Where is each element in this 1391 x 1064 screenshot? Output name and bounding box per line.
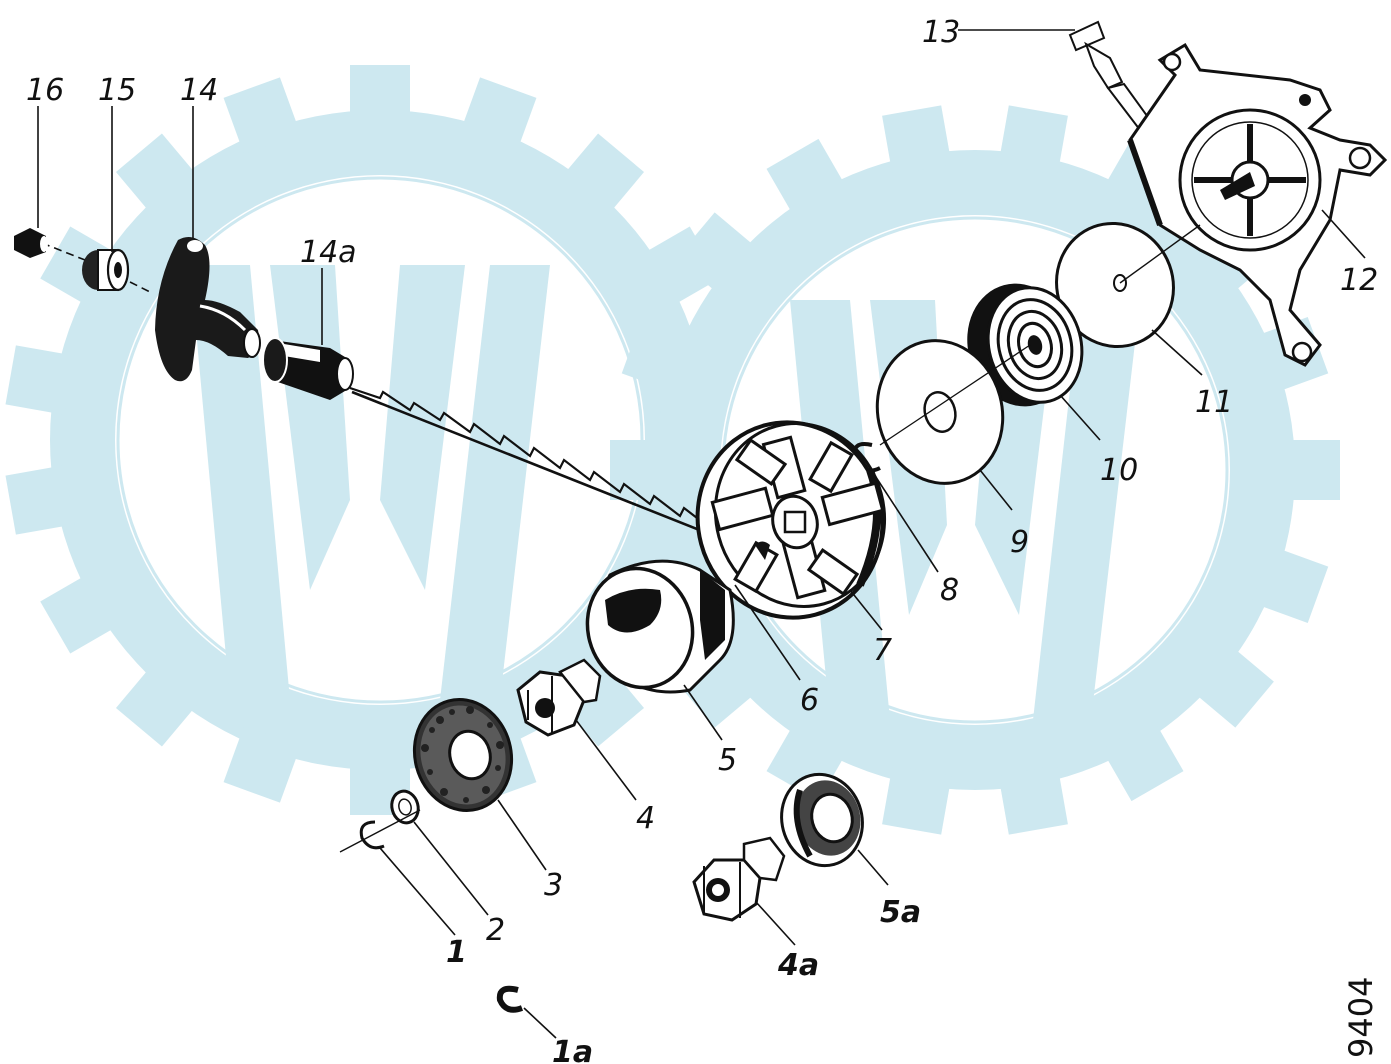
callout-13: 13 (922, 15, 960, 50)
part-5a-cup-seal (780, 772, 864, 868)
part-14-pull-handle (155, 236, 261, 382)
part-4-hex-nut (516, 658, 602, 737)
part-9-washer-disc (875, 339, 1031, 485)
callout-labels: 16 15 14 14a 13 12 11 10 9 8 7 6 5 5a 4 … (26, 15, 1378, 1064)
watermark (5, 65, 1340, 835)
parts (14, 20, 1388, 1013)
callout-1: 1 (446, 935, 467, 970)
callout-8: 8 (940, 573, 959, 608)
part-7-rope-pulley (695, 420, 887, 620)
part-10-recoil-spring (967, 283, 1084, 407)
part-1a-clip (496, 985, 524, 1013)
part-14a-handle-insert (262, 337, 354, 400)
callout-15: 15 (98, 73, 136, 108)
callout-4a: 4a (777, 948, 819, 983)
callout-16: 16 (26, 73, 64, 108)
part-1-circlip (339, 809, 421, 853)
callout-12: 12 (1340, 263, 1378, 298)
callout-14: 14 (180, 73, 218, 108)
part-15-bushing (82, 248, 151, 293)
callout-1a: 1a (552, 1035, 593, 1064)
part-3-felt-washer (412, 697, 514, 813)
part-4a-hex-nut (692, 836, 786, 922)
figure-number: 9404 (1342, 977, 1380, 1058)
leader-lines (37, 29, 1366, 1039)
callout-10: 10 (1100, 453, 1138, 488)
callout-11: 11 (1195, 385, 1233, 420)
part-5-cup (585, 559, 735, 694)
part-16-nut (14, 228, 91, 263)
callout-9: 9 (1010, 525, 1029, 560)
callout-7: 7 (873, 633, 892, 668)
callout-4: 4 (636, 801, 655, 836)
callout-5a: 5a (880, 895, 921, 930)
callout-6: 6 (800, 683, 819, 718)
callout-14a: 14a (300, 235, 357, 270)
callout-5: 5 (718, 743, 737, 778)
callout-2: 2 (486, 913, 505, 948)
part-12-starter-housing (1127, 42, 1388, 367)
callout-3: 3 (544, 868, 563, 903)
